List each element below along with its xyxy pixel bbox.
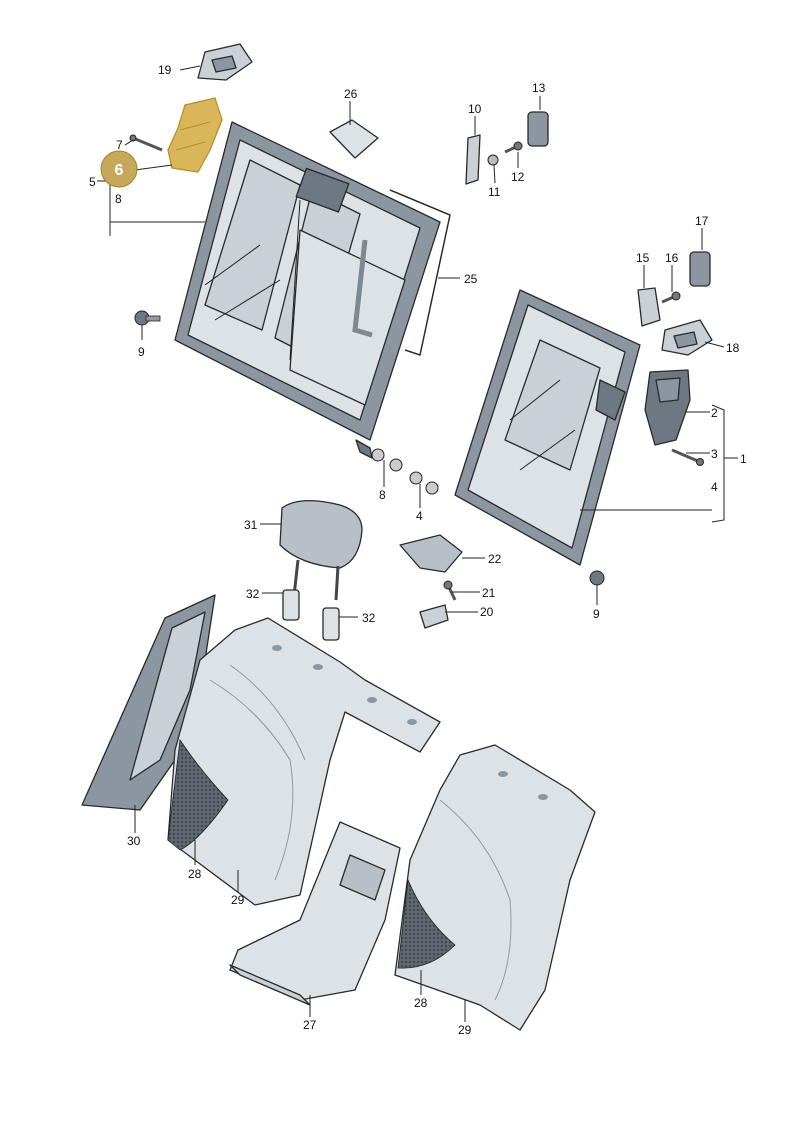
bushing-parts-4 — [409, 471, 439, 495]
armrest-part-27 — [229, 821, 401, 1006]
callout-26[interactable]: 26 — [344, 87, 358, 101]
callout-4-right[interactable]: 4 — [711, 480, 718, 494]
callout-28-left[interactable]: 28 — [188, 867, 202, 881]
frame-bar-part-25 — [352, 189, 451, 356]
left-seat-cover-parts-28-29 — [167, 617, 441, 906]
screw-part-12 — [504, 141, 523, 154]
callout-12[interactable]: 12 — [511, 170, 525, 184]
callout-29-left[interactable]: 29 — [231, 893, 245, 907]
right-seat-cover-parts-28-29 — [394, 744, 596, 1031]
bushing-parts-8 — [371, 448, 403, 472]
headrest-guide-parts-32 — [282, 589, 340, 641]
latch-bracket-part-10 — [465, 134, 499, 185]
callout-4-left[interactable]: 4 — [416, 509, 423, 523]
callout-21[interactable]: 21 — [482, 586, 496, 600]
clip-part-20 — [419, 604, 449, 629]
callout-6: 6 — [115, 162, 124, 179]
callout-16[interactable]: 16 — [665, 251, 679, 265]
bracket-part-15 — [637, 287, 661, 327]
headrest-part-31 — [279, 500, 363, 601]
callout-25[interactable]: 25 — [464, 272, 478, 286]
callout-32-left[interactable]: 32 — [246, 587, 260, 601]
callout-1[interactable]: 1 — [740, 452, 747, 466]
callout-31[interactable]: 31 — [244, 518, 258, 532]
screw-part-7 — [129, 134, 163, 152]
callout-22[interactable]: 22 — [488, 552, 502, 566]
callout-27[interactable]: 27 — [303, 1018, 317, 1032]
callout-7[interactable]: 7 — [116, 138, 123, 152]
cover-part-22 — [399, 534, 463, 573]
screw-part-3 — [671, 448, 704, 466]
callout-19[interactable]: 19 — [158, 63, 172, 77]
callout-8-bottom[interactable]: 8 — [379, 488, 386, 502]
callout-30[interactable]: 30 — [127, 834, 141, 848]
highlighted-bracket-part-6 — [167, 97, 223, 173]
callout-11[interactable]: 11 — [488, 185, 501, 199]
highlight-badge-part-6[interactable]: 6 — [100, 150, 138, 188]
callout-3[interactable]: 3 — [711, 447, 718, 461]
screw-part-16 — [661, 291, 681, 304]
callout-20[interactable]: 20 — [480, 605, 494, 619]
callout-17[interactable]: 17 — [695, 214, 709, 228]
callout-5[interactable]: 5 — [89, 175, 96, 189]
screw-part-21 — [443, 580, 457, 601]
pin-part-9-right — [589, 570, 605, 586]
callout-13[interactable]: 13 — [532, 81, 546, 95]
right-backrest-frame — [454, 289, 641, 566]
callout-2[interactable]: 2 — [711, 406, 718, 420]
cover-cap-part-13 — [527, 111, 549, 147]
callout-10[interactable]: 10 — [468, 102, 482, 116]
callout-9-right[interactable]: 9 — [593, 607, 600, 621]
callout-28-right[interactable]: 28 — [414, 996, 428, 1010]
pin-part-9-left — [134, 310, 161, 326]
callout-labels: 19 26 10 13 7 5 8 11 12 25 17 15 16 18 9… — [89, 63, 747, 1037]
cover-cap-part-26 — [329, 119, 379, 159]
left-backrest-frame — [174, 121, 441, 459]
callout-15[interactable]: 15 — [636, 251, 650, 265]
leader-lines — [97, 65, 738, 1022]
callout-29-right[interactable]: 29 — [458, 1023, 472, 1037]
release-handle-part-18 — [661, 319, 713, 356]
callout-32-right[interactable]: 32 — [362, 611, 376, 625]
cover-cap-part-17 — [689, 251, 711, 287]
callout-18[interactable]: 18 — [726, 341, 740, 355]
callout-8-top[interactable]: 8 — [115, 192, 122, 206]
callout-9-left[interactable]: 9 — [138, 345, 145, 359]
latch-part-2 — [644, 369, 691, 446]
release-handle-part-19 — [197, 43, 253, 81]
